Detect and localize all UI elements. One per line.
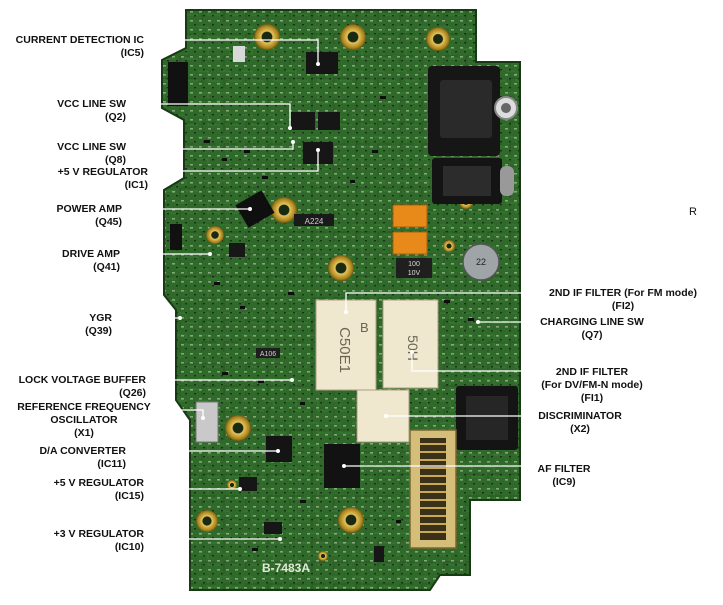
callout-ref: (Q8) bbox=[105, 154, 126, 166]
callout-ref: (IC11) bbox=[97, 458, 126, 470]
callout-name: 2ND IF FILTER (For FM mode) bbox=[549, 287, 697, 299]
callout-name: CURRENT DETECTION IC bbox=[15, 34, 144, 46]
callout-3v-regulator-ic10: +3 V REGULATOR (IC10) bbox=[4, 528, 144, 554]
fi1-marking: 50H bbox=[405, 335, 421, 361]
callout-lock-voltage-buffer: LOCK VOLTAGE BUFFER (Q26) bbox=[4, 374, 146, 400]
fi2-marking: C50E1 bbox=[336, 327, 353, 373]
callout-charging-line-sw: CHARGING LINE SW (Q7) bbox=[532, 316, 652, 342]
callout-vcc-line-sw-q2: VCC LINE SW (Q2) bbox=[4, 98, 126, 124]
callout-ref: (X1) bbox=[74, 427, 94, 439]
callout-da-converter: D/A CONVERTER (IC11) bbox=[4, 445, 126, 471]
ceramic-filters: C50E1 B 50H bbox=[315, 299, 439, 443]
callout-ref: (Q45) bbox=[95, 216, 122, 228]
ic-a224-marking: A224 bbox=[305, 217, 324, 226]
cap-marking-bottom: 10V bbox=[408, 270, 421, 277]
callout-ref: (FI1) bbox=[580, 392, 604, 404]
callout-ref: (Q41) bbox=[93, 261, 120, 273]
callout-name: +5 V REGULATOR bbox=[53, 477, 144, 489]
callout-name: POWER AMP bbox=[56, 203, 122, 215]
callout-name: D/A CONVERTER bbox=[39, 445, 126, 457]
callout-current-detection-ic: CURRENT DETECTION IC (IC5) bbox=[4, 34, 144, 60]
callout-name: +5 V REGULATOR bbox=[57, 166, 148, 178]
ic-a106-marking: A106 bbox=[260, 351, 276, 358]
callout-5v-regulator-ic15: +5 V REGULATOR (IC15) bbox=[4, 477, 144, 503]
callout-ref: (Q39) bbox=[85, 325, 112, 337]
cap-large-marking: 22 bbox=[476, 257, 486, 267]
callout-2nd-if-filter-fi2: 2ND IF FILTER (For FM mode) (FI2) bbox=[534, 287, 712, 313]
callout-ref: (Q7) bbox=[581, 329, 603, 341]
leader-dots bbox=[178, 62, 480, 541]
electrolytic-caps: 100 10V 22 bbox=[396, 243, 500, 281]
callout-vcc-line-sw-q8: VCC LINE SW (Q8) bbox=[4, 141, 126, 167]
callout-2nd-if-filter-fi1: 2ND IF FILTER (For DV/FM-N mode) (FI1) bbox=[532, 366, 652, 405]
callout-ygr: YGR (Q39) bbox=[4, 312, 112, 338]
callout-discriminator: DISCRIMINATOR (X2) bbox=[532, 410, 628, 436]
callout-ref: (Q26) bbox=[119, 387, 146, 399]
stray-mark: R bbox=[689, 206, 697, 218]
callout-ref: (IC9) bbox=[552, 476, 576, 488]
callout-name: +3 V REGULATOR bbox=[53, 528, 144, 540]
jacks bbox=[168, 62, 518, 450]
callout-reference-frequency-oscillator: REFERENCE FREQUENCY OSCILLATOR (X1) bbox=[4, 401, 164, 440]
mounting-pads bbox=[196, 24, 473, 561]
callout-name: DISCRIMINATOR bbox=[538, 410, 622, 422]
callout-power-amp: POWER AMP (Q45) bbox=[4, 203, 122, 229]
callout-name: 2ND IF FILTER bbox=[555, 366, 629, 378]
callout-name: DRIVE AMP bbox=[62, 248, 120, 260]
callout-drive-amp: DRIVE AMP (Q41) bbox=[4, 248, 120, 274]
leader-lines-right bbox=[344, 292, 532, 467]
board-silkscreen-id: B-7483A bbox=[262, 561, 310, 575]
orange-capacitors bbox=[392, 204, 428, 255]
callout-ref: (FI2) bbox=[611, 300, 635, 312]
ic-packages: A224 A106 bbox=[195, 46, 384, 562]
callout-name: AF FILTER bbox=[537, 463, 591, 475]
callout-af-filter: AF FILTER (IC9) bbox=[532, 463, 596, 489]
callout-name: CHARGING LINE SW bbox=[540, 316, 644, 328]
callout-ref: (IC5) bbox=[120, 47, 144, 59]
callout-name: VCC LINE SW bbox=[57, 141, 126, 153]
callout-name: YGR bbox=[89, 312, 112, 324]
cap-marking-top: 100 bbox=[408, 261, 420, 268]
callout-name-2: OSCILLATOR bbox=[50, 414, 118, 426]
leader-lines-left bbox=[114, 39, 319, 540]
callout-name-2: (For DV/FM-N mode) bbox=[541, 379, 643, 391]
callout-5v-regulator-ic1: +5 V REGULATOR (IC1) bbox=[4, 166, 148, 192]
callout-ref: (IC10) bbox=[114, 541, 144, 553]
callout-ref: (IC15) bbox=[114, 490, 144, 502]
fi2-marking-b: B bbox=[360, 320, 369, 335]
callout-ref: (IC1) bbox=[124, 179, 148, 191]
callout-ref: (Q2) bbox=[105, 111, 126, 123]
callout-name: REFERENCE FREQUENCY bbox=[17, 401, 151, 413]
callout-name: VCC LINE SW bbox=[57, 98, 126, 110]
board-connector bbox=[409, 429, 457, 549]
smd-components bbox=[204, 96, 474, 551]
callout-ref: (X2) bbox=[570, 423, 590, 435]
callout-name: LOCK VOLTAGE BUFFER bbox=[18, 374, 146, 386]
